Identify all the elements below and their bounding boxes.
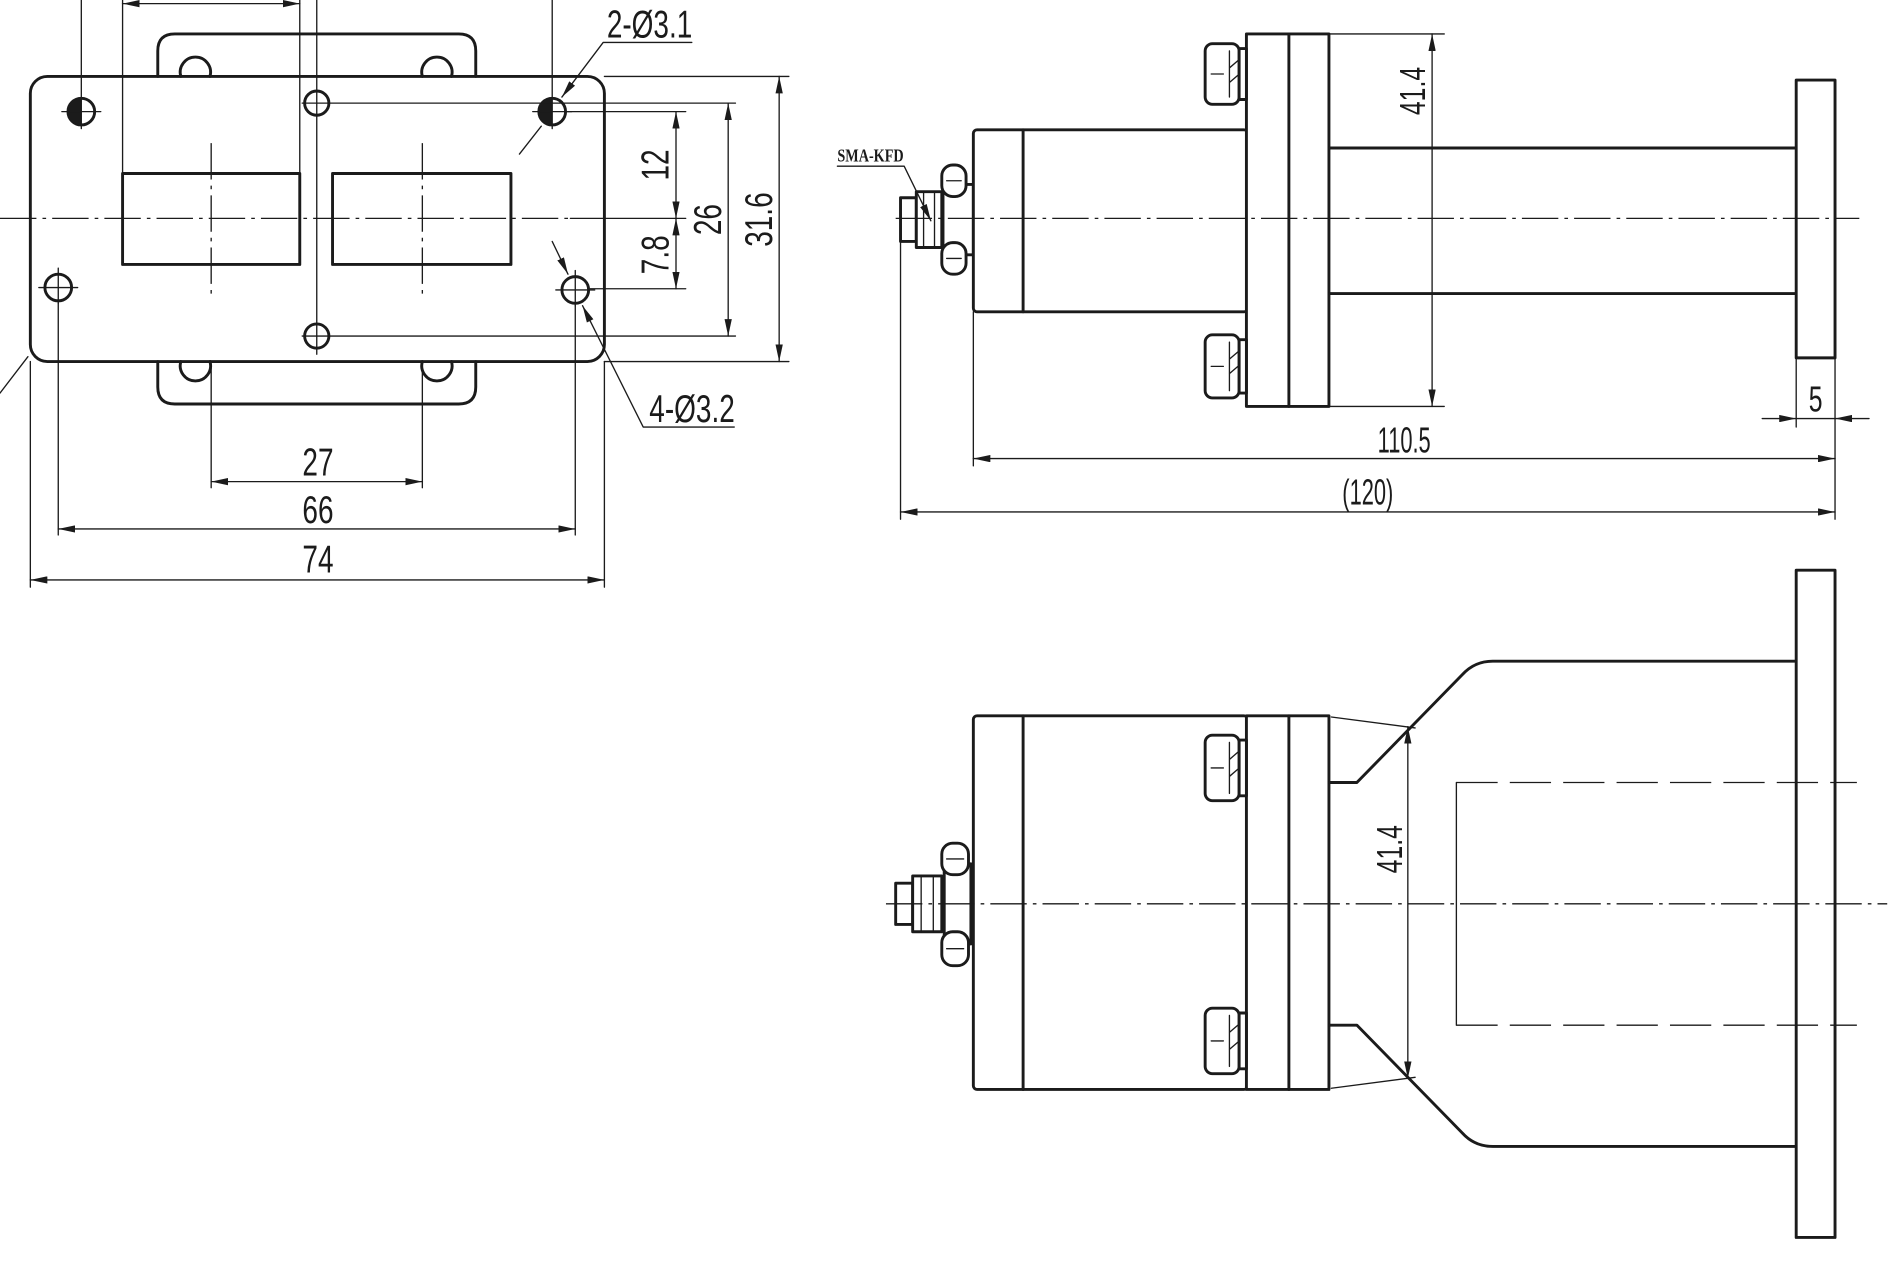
hole-callout-4-label: 4-Ø3.2 bbox=[649, 388, 734, 432]
bolt-socket-lines bbox=[1210, 50, 1239, 98]
tab-hole-top-right bbox=[420, 55, 454, 78]
connector-label: SMA-KFD bbox=[837, 145, 903, 166]
flange-bolt-bottom bbox=[1203, 1006, 1248, 1076]
bolt-washer bbox=[1237, 338, 1248, 395]
connector-screw-slots bbox=[945, 180, 962, 260]
screw-hole-bottom-right bbox=[555, 269, 596, 307]
leader-2-holes bbox=[561, 41, 693, 98]
dim-5-label: 5 bbox=[1809, 379, 1823, 420]
tab-hole-top-left bbox=[178, 55, 212, 78]
waveguide-tube bbox=[1327, 146, 1798, 296]
leader-4-holes-upper bbox=[551, 240, 569, 275]
inner-aperture-hidden-lines bbox=[1456, 781, 1857, 1026]
side-view: SMA-KFD 41.4 5 110.5 (120) bbox=[836, 32, 1870, 520]
dim-7-8-label: 7.8 bbox=[634, 235, 678, 274]
hole-crosshair bbox=[555, 269, 596, 307]
dim-41-4-side-label: 41.4 bbox=[1392, 67, 1433, 115]
bolt-washer bbox=[1237, 1011, 1248, 1071]
bolt-socket-lines bbox=[1210, 741, 1239, 795]
corner-leader-line bbox=[0, 356, 29, 394]
screw-hole-bottom-left bbox=[38, 267, 79, 304]
top-extension-lines bbox=[1330, 716, 1416, 1089]
front-view: 2-Ø3.1 4-Ø3.2 12 7.8 26 31.6 27 66 74 bbox=[0, 0, 790, 588]
dim-27-label: 27 bbox=[302, 441, 333, 485]
dim-41-4-top-label: 41.4 bbox=[1369, 825, 1410, 873]
hole-crosshair bbox=[38, 267, 79, 304]
dim-31-6-label: 31.6 bbox=[737, 192, 781, 246]
extension-lines-right bbox=[301, 75, 790, 363]
connector-pin-tip bbox=[899, 196, 918, 243]
dim-26-label: 26 bbox=[686, 204, 730, 235]
taper-transition-outline bbox=[1327, 659, 1798, 1148]
hole-callout-2-label: 2-Ø3.1 bbox=[607, 3, 692, 47]
flange-bolt-bottom bbox=[1203, 333, 1248, 400]
side-extension-lines bbox=[899, 33, 1836, 520]
tab-hole-bottom-left bbox=[178, 360, 212, 383]
connector-screw-slots bbox=[945, 858, 965, 950]
bottom-mounting-tab bbox=[156, 360, 478, 406]
connector-leader bbox=[836, 165, 932, 222]
dim-12-label: 12 bbox=[634, 149, 678, 180]
bolt-washer bbox=[1237, 738, 1248, 798]
extension-lines-bottom bbox=[29, 302, 606, 588]
dim-120-label: (120) bbox=[1342, 473, 1393, 513]
flange-bolt-top bbox=[1203, 42, 1248, 106]
dim-66-label: 66 bbox=[302, 488, 333, 532]
bolt-socket-lines bbox=[1210, 341, 1239, 392]
flange-bolt-top bbox=[1203, 733, 1248, 803]
dim-74-label: 74 bbox=[302, 538, 333, 582]
bolt-socket-lines bbox=[1210, 1014, 1239, 1068]
extension-lines-top bbox=[80, 0, 553, 175]
leader-2-holes-tail bbox=[518, 125, 542, 155]
leader-4-holes bbox=[581, 305, 735, 428]
dim-110-5-label: 110.5 bbox=[1378, 421, 1431, 461]
cavity-body bbox=[971, 128, 1250, 314]
top-view: 41.4 bbox=[885, 568, 1888, 1239]
bolt-washer bbox=[1237, 47, 1248, 101]
